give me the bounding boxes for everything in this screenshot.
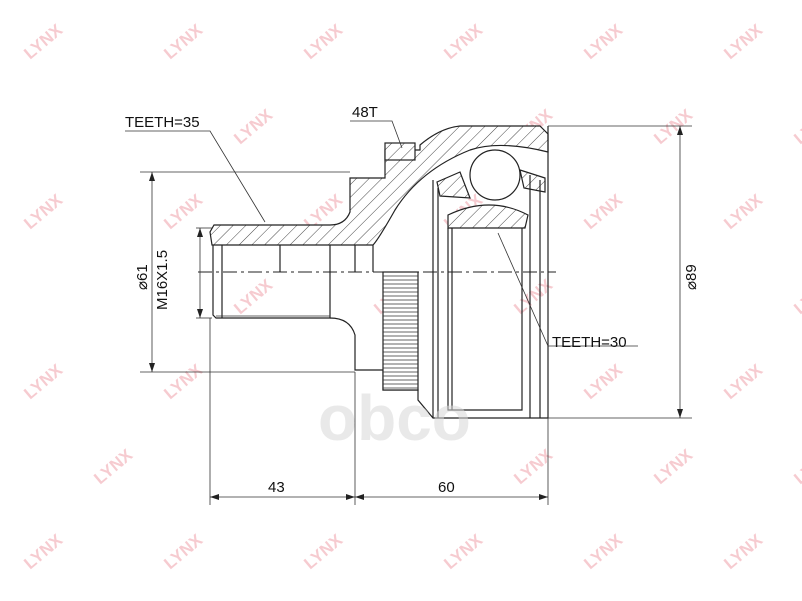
teeth-35-label: TEETH=35 [125,114,200,131]
obco-watermark: obco [318,382,471,454]
thread-label: M16X1.5 [154,250,171,310]
cage-section-right [519,169,546,193]
lynx-watermark: LYNX [440,20,486,63]
length-43-label: 43 [268,479,285,496]
lynx-watermark: LYNX [160,360,206,403]
lynx-watermark: LYNX [90,445,136,488]
lynx-watermark: LYNX [580,360,626,403]
dia-61-label: ⌀61 [134,264,151,290]
lynx-watermark: LYNX [300,20,346,63]
lynx-watermark: LYNX [20,20,66,63]
48t-label: 48T [352,104,378,121]
stub-body [329,126,549,419]
stub-shaft-section [209,125,549,246]
teeth-30-label: TEETH=30 [552,334,627,351]
lynx-watermark: LYNX [580,190,626,233]
lynx-watermark: LYNX [790,105,802,148]
length-60-label: 60 [438,479,455,496]
dimension-arrows [149,126,683,500]
dia-89-label: ⌀89 [683,264,700,290]
lynx-watermark: LYNX [440,530,486,573]
lynx-watermark: LYNX [20,360,66,403]
lynx-watermark: LYNX [790,445,802,488]
lynx-watermark: LYNX [650,445,696,488]
abs-ring-section [384,142,416,161]
lynx-watermark: LYNX [510,445,556,488]
lynx-watermark: LYNX [580,20,626,63]
outer-race-hatch [447,204,529,229]
cage-section [436,171,471,199]
lynx-watermark: LYNX [160,190,206,233]
lynx-watermark: LYNX [20,530,66,573]
lynx-watermark: LYNX [790,275,802,318]
dimension-lines [125,120,692,505]
lynx-watermark: LYNX [20,190,66,233]
lynx-watermark: LYNX [720,360,766,403]
ball [469,149,521,201]
lynx-watermark: LYNX [300,530,346,573]
lynx-watermark: LYNX [720,190,766,233]
outer-race-inner-lines [354,175,541,418]
lynx-watermark: LYNX [230,275,276,318]
lynx-watermark: LYNX [580,530,626,573]
abs-ring-teeth [383,275,418,389]
lynx-watermark: LYNX [510,275,556,318]
lynx-watermark: LYNX [720,530,766,573]
lynx-watermark: LYNX [650,105,696,148]
threaded-end [212,245,331,319]
lynx-watermark: LYNX [720,20,766,63]
lynx-watermark: LYNX [160,530,206,573]
lynx-watermark: LYNX [230,105,276,148]
lynx-watermark: LYNX [160,20,206,63]
